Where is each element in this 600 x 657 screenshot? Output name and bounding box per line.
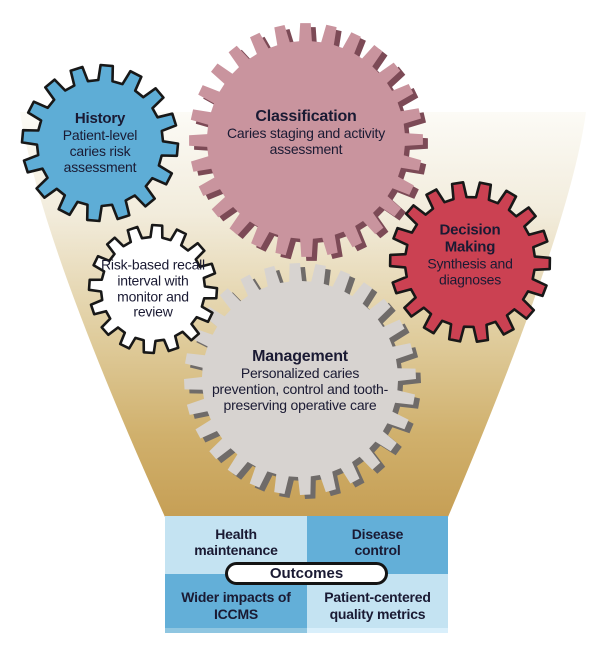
cell-disease-control-label: Disease control — [351, 525, 404, 558]
history-gear — [20, 63, 180, 223]
outcomes-table: Health maintenance Disease control Wider… — [165, 516, 448, 633]
cell-wider-impacts-label: Wider impacts of ICCMS — [181, 589, 291, 622]
history-title: History — [74, 109, 126, 127]
history-description: Patient-level caries risk assessment — [62, 126, 138, 175]
classification-gear-label: Classification Caries staging and activi… — [210, 108, 402, 158]
recall-gear-label: Risk-based recall interval with monitor … — [97, 256, 209, 320]
table-bottom-strip-left — [165, 628, 307, 633]
classification-title: Classification — [255, 108, 357, 126]
recall-gear — [87, 223, 219, 355]
table-bottom-strip-right — [307, 628, 448, 633]
decision-making-gear — [388, 181, 552, 343]
management-title: Management — [252, 348, 348, 366]
management-gear-label: Management Personalized caries preventio… — [211, 348, 389, 414]
management-description: Personalized caries prevention, control … — [211, 365, 389, 413]
classification-gear — [189, 23, 423, 257]
cell-health-maintenance-label: Health maintenance — [194, 525, 278, 558]
management-gear — [184, 263, 416, 495]
decision-making-description: Synthesis and diagnoses — [427, 255, 513, 287]
cell-patient-centered-label: Patient-centered quality metrics — [324, 589, 431, 622]
classification-description: Caries staging and activity assessment — [226, 125, 385, 158]
decision-making-title: Decision Making — [439, 221, 501, 256]
outcomes-pill: Outcomes — [225, 562, 388, 585]
history-gear-label: History Patient-level caries risk assess… — [45, 109, 155, 175]
recall-description: Risk-based recall interval with monitor … — [101, 256, 205, 320]
outcomes-pill-label: Outcomes — [269, 565, 344, 582]
decision-making-gear-label: Decision Making Synthesis and diagnoses — [420, 221, 520, 288]
